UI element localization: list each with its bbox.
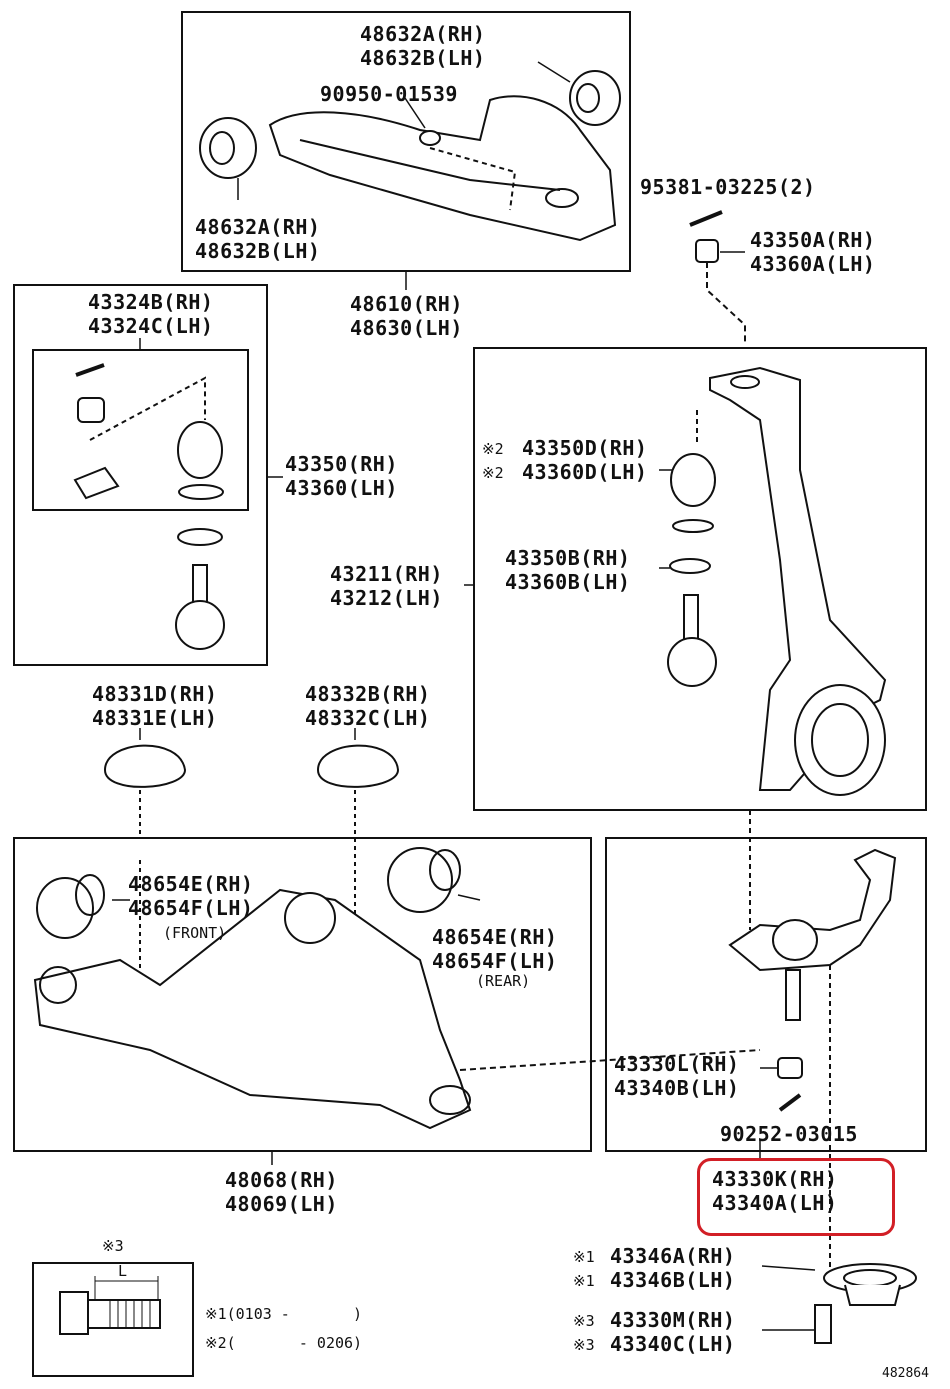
- ball-joint-kit-frame: [13, 284, 268, 666]
- ball-joint-kit-rh: 43324B(RH): [88, 290, 214, 314]
- knuckle-drawing: [464, 366, 887, 796]
- lower-ball-joint-frame: [605, 837, 927, 1152]
- dust-cover-rh: 43350D(RH): [522, 436, 648, 460]
- dust-cover-mark-rh: ※2: [482, 440, 504, 458]
- dust-cover-lh: 43360D(LH): [522, 460, 648, 484]
- knuckle-frame: [473, 347, 927, 811]
- bound-stopper-drawing: [103, 728, 400, 1005]
- bolt-mark-lh: ※3: [573, 1336, 595, 1354]
- inset-bolt-drawing: [59, 1276, 161, 1335]
- upper-bushing-left-lh: 48632B(LH): [195, 239, 321, 263]
- ball-joint-kit-lh: 43324C(LH): [88, 314, 214, 338]
- seat-lh: 43346B(LH): [610, 1268, 736, 1292]
- lower-arm-frame: [13, 837, 592, 1152]
- dust-cover-mark-lh: ※2: [482, 464, 504, 482]
- inset-note-2: ※2( - 0206): [205, 1334, 363, 1352]
- seat-rh: 43346A(RH): [610, 1244, 736, 1268]
- bound-stopper-front-rh: 48331D(RH): [92, 682, 218, 706]
- highlight-box: [697, 1158, 895, 1236]
- upper-arm-rh: 48610(RH): [350, 292, 463, 316]
- lower-nut-lh: 43340B(LH): [614, 1076, 740, 1100]
- lower-arm-rh: 48068(RH): [225, 1168, 338, 1192]
- upper-bushing-top-rh: 48632A(RH): [360, 22, 486, 46]
- inset-dimension-label: L: [118, 1262, 128, 1280]
- inset-frame: [32, 1262, 194, 1377]
- steering-knuckle-lh: 43212(LH): [330, 586, 443, 610]
- lower-bushing-rear-note: (REAR): [476, 972, 531, 990]
- ball-joint-upper-rh: 43350(RH): [285, 452, 398, 476]
- lower-bushing-rear-lh: 48654F(LH): [432, 949, 558, 973]
- upper-hardware-drawing: [405, 210, 746, 345]
- steering-knuckle-rh: 43211(RH): [330, 562, 443, 586]
- snap-ring-rh: 43350B(RH): [505, 546, 631, 570]
- bound-stopper-rear-lh: 48332C(LH): [305, 706, 431, 730]
- inset-note-1: ※1(0103 - ): [205, 1305, 363, 1323]
- lower-bushing-front-lh: 48654F(LH): [128, 896, 254, 920]
- bolt-rh: 43330M(RH): [610, 1308, 736, 1332]
- diagram-number: 482864: [882, 1366, 929, 1381]
- cotter-pin-lower-part-number: 90252-03015: [720, 1122, 858, 1146]
- seat-mark-rh: ※1: [573, 1248, 595, 1266]
- cap-part-number: 90950-01539: [320, 82, 458, 106]
- lower-bushing-rear-rh: 48654E(RH): [432, 925, 558, 949]
- upper-arm-drawing: [199, 61, 621, 242]
- ball-joint-kit-drawing: [73, 338, 283, 650]
- lower-ball-joint-drawing: [728, 810, 917, 1344]
- bound-stopper-front-lh: 48331E(LH): [92, 706, 218, 730]
- cotter-pin-part-number: 95381-03225(2): [640, 175, 816, 199]
- ball-joint-upper-lh: 43360(LH): [285, 476, 398, 500]
- lower-ball-joint-rh: 43330K(RH): [712, 1167, 838, 1191]
- upper-bushing-top-lh: 48632B(LH): [360, 46, 486, 70]
- lower-arm-drawing: [33, 847, 761, 1165]
- lower-bushing-front-rh: 48654E(RH): [128, 872, 254, 896]
- snap-ring-lh: 43360B(LH): [505, 570, 631, 594]
- lower-bushing-front-note: (FRONT): [163, 924, 227, 942]
- upper-arm-lh: 48630(LH): [350, 316, 463, 340]
- seat-mark-lh: ※1: [573, 1272, 595, 1290]
- bound-stopper-rear-rh: 48332B(RH): [305, 682, 431, 706]
- lower-ball-joint-lh: 43340A(LH): [712, 1191, 838, 1215]
- nut-upper-lh: 43360A(LH): [750, 252, 876, 276]
- bolt-lh: 43340C(LH): [610, 1332, 736, 1356]
- upper-bushing-left-rh: 48632A(RH): [195, 215, 321, 239]
- lower-nut-rh: 43330L(RH): [614, 1052, 740, 1076]
- bolt-mark-rh: ※3: [573, 1312, 595, 1330]
- nut-upper-rh: 43350A(RH): [750, 228, 876, 252]
- lower-arm-lh: 48069(LH): [225, 1192, 338, 1216]
- inset-mark: ※3: [102, 1237, 124, 1255]
